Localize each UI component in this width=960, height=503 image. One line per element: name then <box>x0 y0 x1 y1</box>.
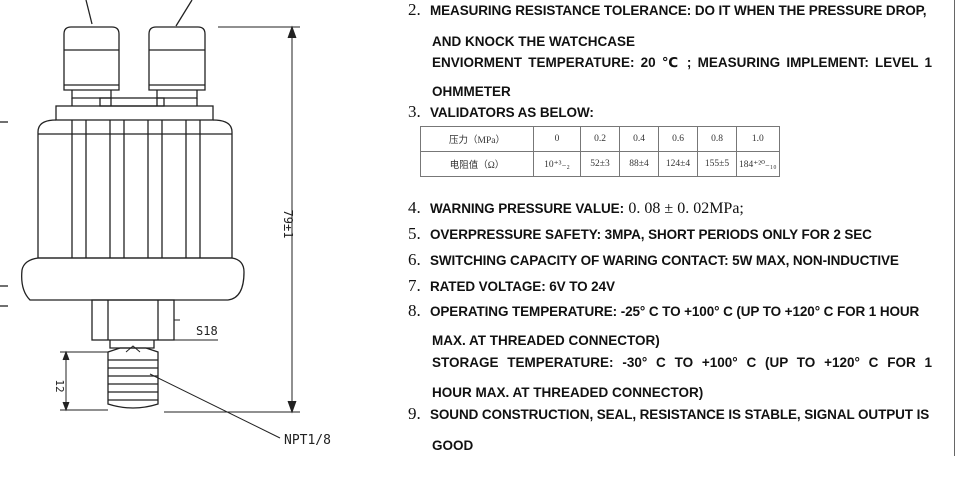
height-dimension-label: 79±1 <box>281 210 295 239</box>
specifications: 2.MEASURING RESISTANCE TOLERANCE: DO IT … <box>408 0 956 503</box>
pressure-header: 压力（MPa） <box>420 126 534 152</box>
thread-label: NPT1/8 <box>284 433 331 448</box>
top-ring <box>55 105 214 121</box>
validator-table: 压力（MPa） 0 0.2 0.4 0.6 0.8 1.0 电阻值（Ω） 10⁺… <box>420 126 780 177</box>
spec-2-line-3: ENVIORMENT TEMPERATURE: 20 ℃ ; MEASURING… <box>432 55 932 70</box>
spec-item-9: 9.SOUND CONSTRUCTION, SEAL, RESISTANCE I… <box>408 404 930 423</box>
hex-dimension-label: S18 <box>196 324 218 338</box>
spec-2-line-4: OHMMETER <box>432 84 511 99</box>
page-border <box>954 0 955 456</box>
terminal-left <box>63 26 120 106</box>
threaded-connector <box>107 347 159 409</box>
spec-item-3: 3.VALIDATORS AS BELOW: <box>408 102 594 121</box>
spec-item-2: 2.MEASURING RESISTANCE TOLERANCE: DO IT … <box>408 0 927 19</box>
spec-item-6: 6.SWITCHING CAPACITY OF WARING CONTACT: … <box>408 250 899 269</box>
hex-nut <box>91 299 175 341</box>
hex-dimension <box>174 319 218 341</box>
spec-8-line-3: STORAGE TEMPERATURE: -30° C TO +100° C (… <box>432 355 932 370</box>
sensor-body <box>37 119 233 259</box>
spec-2-line-1: MEASURING RESISTANCE TOLERANCE: DO IT WH… <box>430 3 927 18</box>
sensor-drawing: 79±1 S18 12 NPT1/8 <box>0 0 331 448</box>
spec-8-line-4: HOUR MAX. AT THREADED CONNECTOR) <box>432 385 704 400</box>
terminal-right <box>148 26 206 106</box>
warning-pressure-value: 0. 08 ± 0. 02MPa; <box>628 200 744 217</box>
resistance-header: 电阻值（Ω） <box>420 151 534 177</box>
top-leader-right <box>175 0 193 27</box>
spec-item-4: 4.WARNING PRESSURE VALUE: 0. 08 ± 0. 02M… <box>408 198 744 217</box>
table-row: 电阻值（Ω） 10⁺³₋₂ 52±3 88±4 124±4 155±5 184⁺… <box>420 151 780 177</box>
table-row: 压力（MPa） 0 0.2 0.4 0.6 0.8 1.0 <box>420 126 780 152</box>
height-dimension <box>164 25 300 414</box>
spec-9-line-2: GOOD <box>432 438 474 453</box>
thread-length-dimension <box>60 350 108 412</box>
top-leader-left <box>85 0 93 25</box>
spec-8-line-1: OPERATING TEMPERATURE: -25° C TO +100° C… <box>430 304 920 319</box>
spec-item-7: 7.RATED VOLTAGE: 6V TO 24V <box>408 276 615 295</box>
spec-2-line-2: AND KNOCK THE WATCHCASE <box>432 34 635 49</box>
spec-item-5: 5.OVERPRESSURE SAFETY: 3MPA, SHORT PERIO… <box>408 224 872 243</box>
spec-8-line-2: MAX. AT THREADED CONNECTOR) <box>432 333 660 348</box>
cap-plate <box>99 97 165 107</box>
spec-9-line-1: SOUND CONSTRUCTION, SEAL, RESISTANCE IS … <box>430 407 930 422</box>
thread-length-label: 12 <box>53 379 66 392</box>
flange <box>21 257 245 301</box>
spec-item-8: 8.OPERATING TEMPERATURE: -25° C TO +100°… <box>408 301 920 320</box>
thread-leader <box>149 373 281 439</box>
